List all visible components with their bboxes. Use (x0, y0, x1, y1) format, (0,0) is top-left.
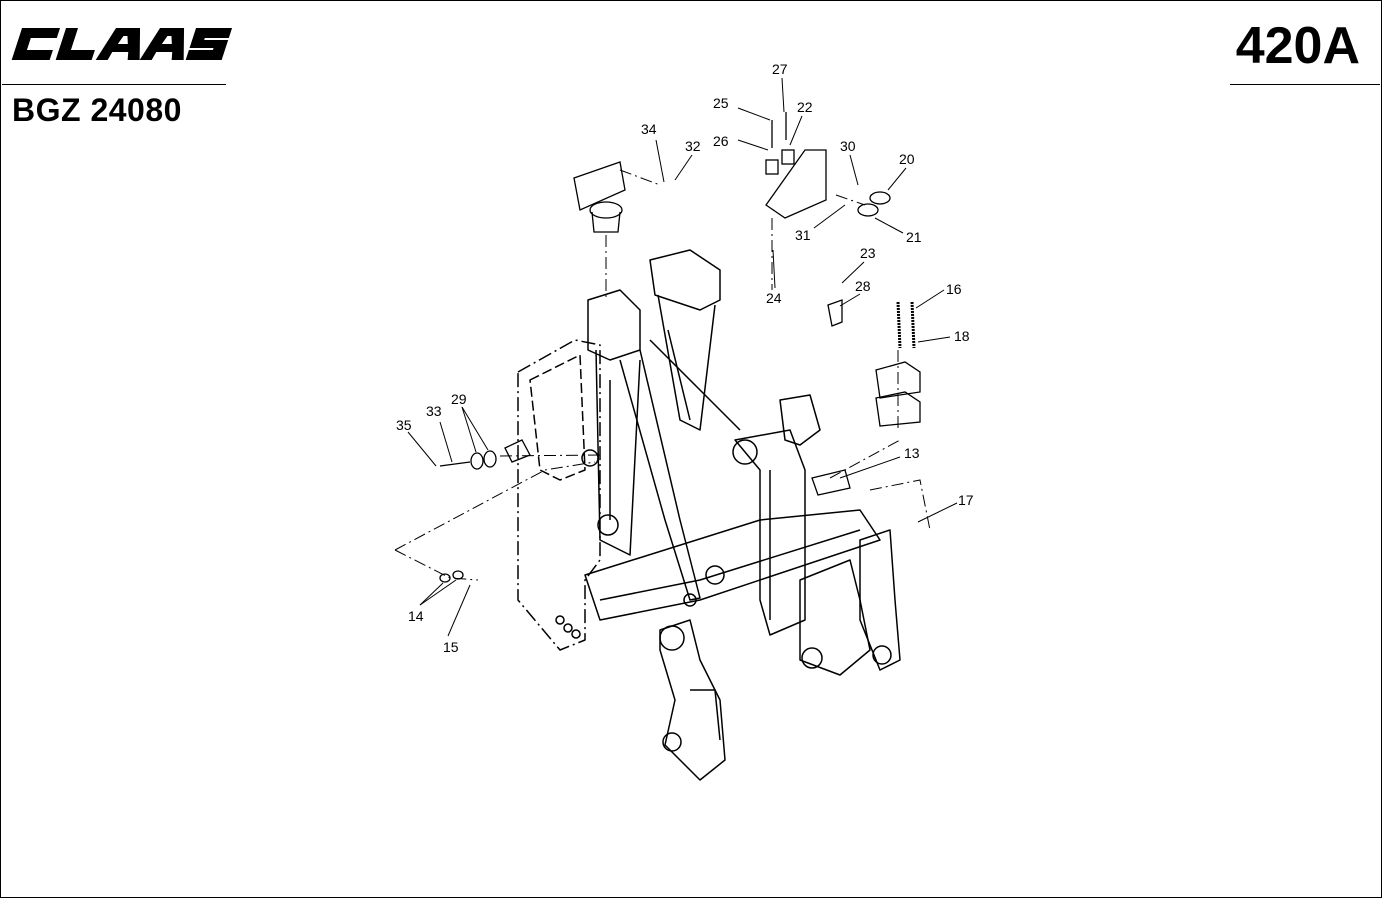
callout-32: 32 (685, 138, 701, 154)
exploded-parts (439, 112, 921, 583)
callout-31: 31 (795, 227, 811, 243)
callout-34: 34 (641, 121, 657, 137)
leader-lines (407, 77, 958, 637)
callout-33: 33 (426, 403, 442, 419)
callout-30: 30 (840, 138, 856, 154)
callout-28: 28 (855, 278, 871, 294)
callout-24: 24 (766, 290, 782, 306)
document-number: BGZ 24080 (12, 92, 182, 128)
callout-labels: 27 25 22 26 34 32 30 20 31 21 23 24 28 1… (396, 61, 974, 655)
callout-22: 22 (797, 99, 813, 115)
callout-13: 13 (904, 445, 920, 461)
callout-16: 16 (946, 281, 962, 297)
callout-35: 35 (396, 417, 412, 433)
callout-14: 14 (408, 608, 424, 624)
linkage-assembly (517, 249, 901, 781)
callout-21: 21 (906, 229, 922, 245)
callout-15: 15 (443, 639, 459, 655)
page-number: 420A (1235, 17, 1360, 75)
logo-divider (2, 84, 226, 85)
callout-25: 25 (713, 95, 729, 111)
assembly-lines (394, 169, 931, 581)
callout-23: 23 (860, 245, 876, 261)
page-number-divider (1230, 84, 1380, 85)
claas-logo (10, 22, 234, 71)
callout-20: 20 (899, 151, 915, 167)
callout-17: 17 (958, 492, 974, 508)
callout-27: 27 (772, 61, 788, 77)
callout-26: 26 (713, 133, 729, 149)
callout-18: 18 (954, 328, 970, 344)
callout-29: 29 (451, 391, 467, 407)
